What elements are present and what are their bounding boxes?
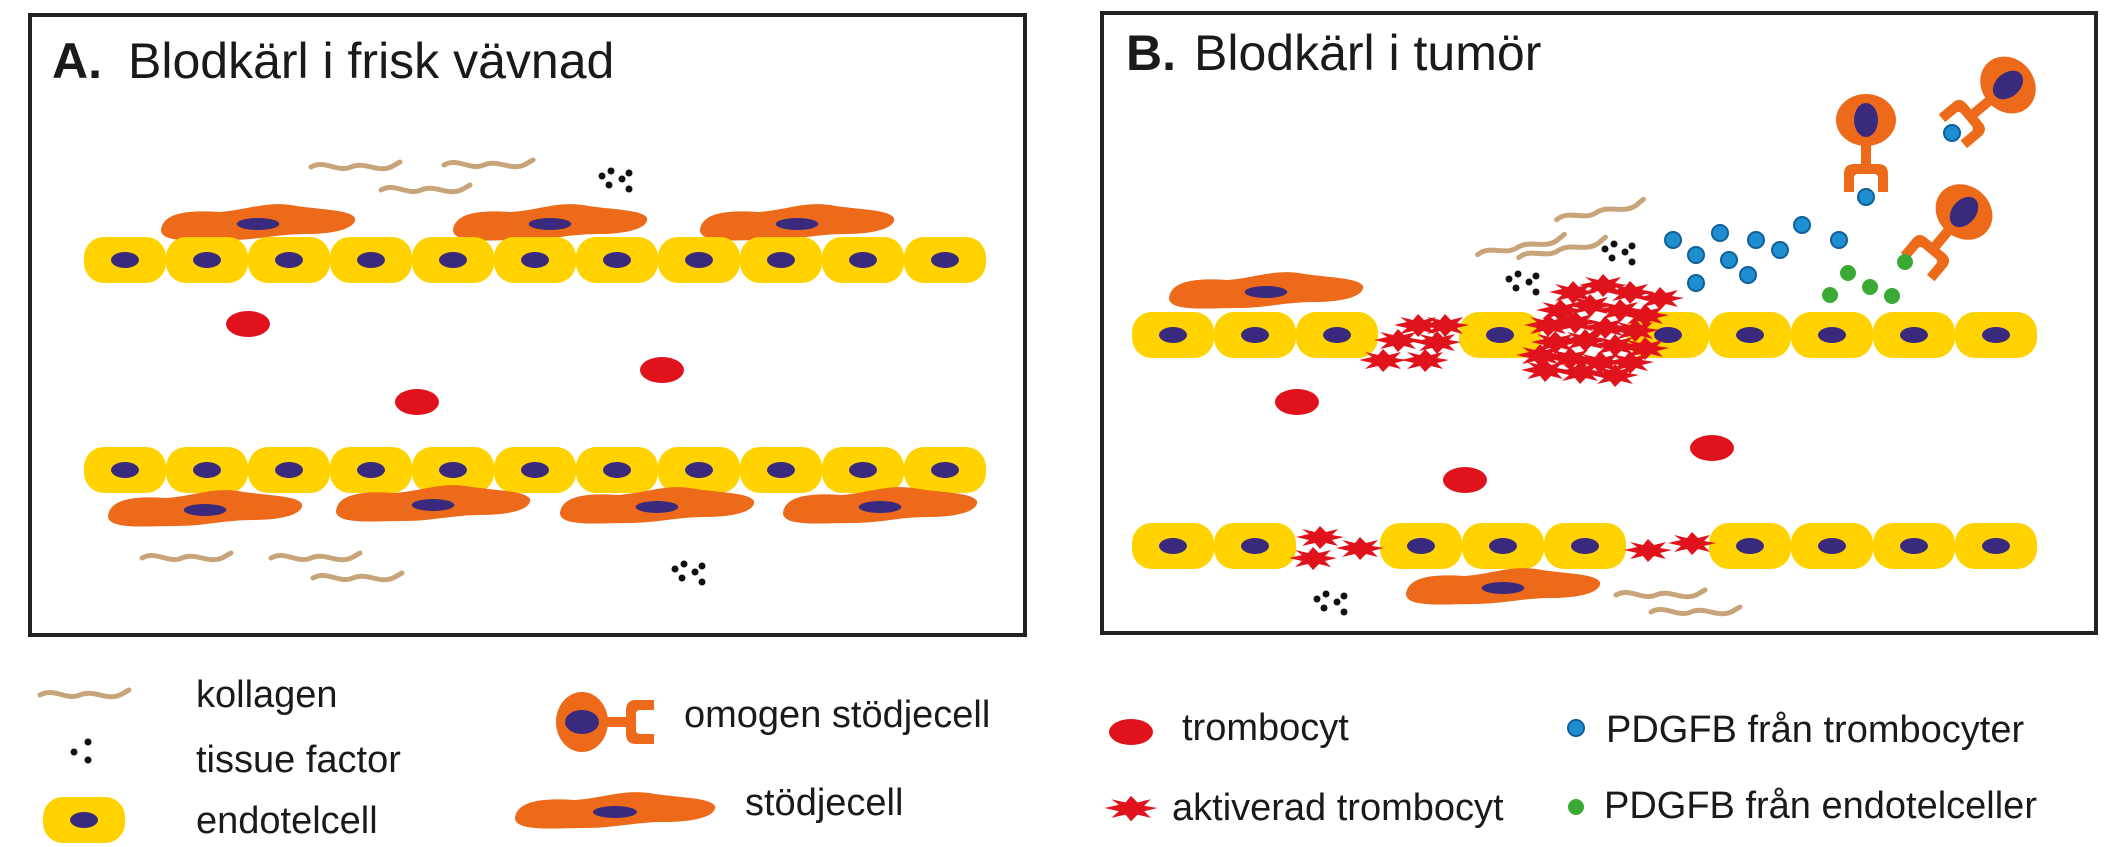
pdgfb-dot-icon: [1568, 799, 1584, 815]
panel-a-letter: A.: [52, 33, 102, 89]
legend: kollagen tissue factor endotelcell omoge…: [40, 674, 2037, 843]
endothelial-wall-top: [84, 237, 986, 283]
legend-item-activated-platelet: aktiverad trombocyt: [1104, 787, 1504, 829]
legend-item-platelet: trombocyt: [1109, 707, 1349, 749]
tissue-factor-dots-icon: [1313, 590, 1348, 616]
pdgfb-dot-icon: [1567, 719, 1585, 737]
collagen-fiber-icon: [1616, 590, 1740, 614]
panel-b: B. Blodkärl i tumör: [1100, 11, 2098, 635]
legend-label-endothelial: endotelcell: [196, 800, 378, 842]
panel-a: A. Blodkärl i frisk vävnad: [28, 13, 1027, 637]
pericyte-icon: [161, 204, 895, 241]
activated-platelet-icon: [1104, 795, 1158, 822]
legend-label-activated-platelet: aktiverad trombocyt: [1172, 787, 1504, 829]
legend-label-pdgfb-platelets: PDGFB från trombocyter: [1606, 709, 2024, 751]
immature-pericyte-icon: [1836, 45, 2048, 287]
collagen-fiber-icon: [311, 160, 533, 192]
endothelial-cell-icon: [43, 797, 125, 843]
endothelial-wall-bottom: [1132, 523, 2037, 569]
legend-item-pdgfb-platelets: PDGFB från trombocyter: [1567, 709, 2024, 751]
tissue-factor-dots-icon: [1601, 240, 1636, 266]
legend-item-pericyte: stödjecell: [515, 782, 903, 829]
pericyte-icon: [1406, 568, 1601, 605]
pericyte-icon: [1169, 272, 1364, 309]
platelet-icon: [226, 311, 684, 415]
tissue-factor-dots-icon: [598, 167, 633, 193]
platelet-icon: [1109, 719, 1153, 745]
tissue-factor-dots-icon: [671, 560, 706, 586]
platelet-icon: [1275, 389, 1734, 493]
panel-a-frame: [28, 13, 1027, 637]
immature-pericyte-icon: [556, 692, 654, 752]
collagen-fiber-icon: [1477, 199, 1645, 259]
tissue-factor-dots-icon: [70, 738, 92, 764]
legend-label-pericyte: stödjecell: [745, 782, 903, 824]
legend-label-platelet: trombocyt: [1182, 707, 1349, 749]
legend-item-immature-pericyte: omogen stödjecell: [556, 692, 990, 752]
legend-item-pdgfb-endothelial: PDGFB från endotelceller: [1568, 785, 2037, 827]
legend-item-tissue-factor: tissue factor: [70, 738, 401, 781]
pdgfb-dot-icon: [1664, 124, 1961, 292]
panel-a-title: Blodkärl i frisk vävnad: [128, 33, 614, 89]
pdgfb-dot-icon: [1822, 254, 1913, 304]
endothelial-wall-bottom: [84, 447, 986, 493]
collagen-fiber-icon: [40, 690, 129, 697]
legend-label-collagen: kollagen: [196, 674, 338, 716]
legend-label-pdgfb-endothelial: PDGFB från endotelceller: [1604, 785, 2037, 827]
tissue-factor-dots-icon: [1505, 270, 1540, 296]
legend-item-endothelial: endotelcell: [43, 797, 378, 843]
collagen-fiber-icon: [142, 553, 402, 580]
legend-label-tissue-factor: tissue factor: [196, 739, 401, 781]
legend-label-immature-pericyte: omogen stödjecell: [684, 694, 990, 736]
panel-b-title: Blodkärl i tumör: [1194, 25, 1541, 81]
panel-b-letter: B.: [1126, 25, 1176, 81]
pericyte-icon: [515, 792, 716, 829]
panel-b-frame: [1100, 11, 2098, 635]
legend-item-collagen: kollagen: [40, 674, 338, 716]
